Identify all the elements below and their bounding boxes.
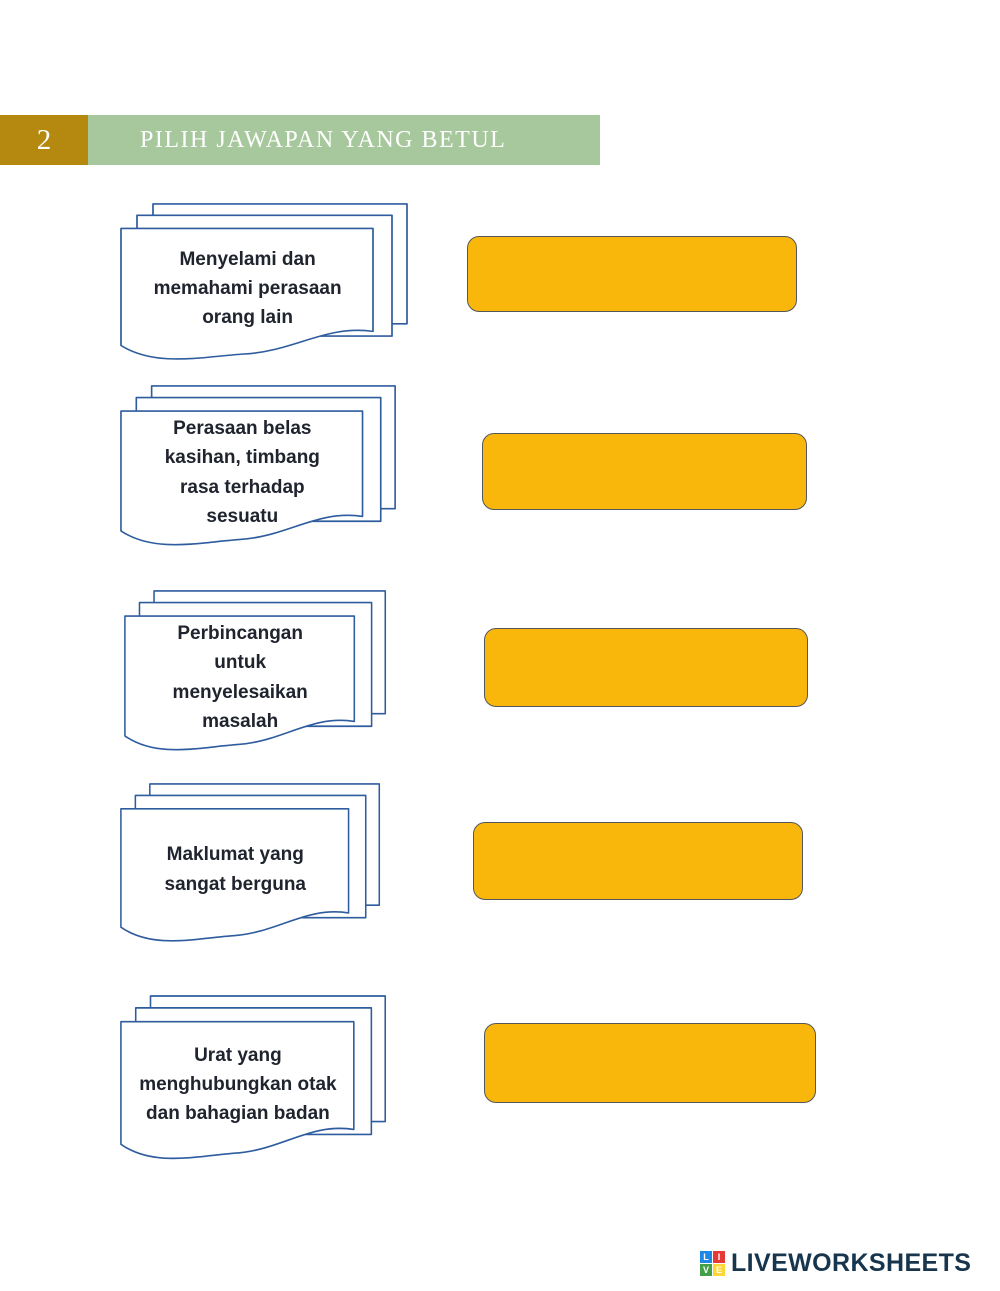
question-card-4: Maklumat yang sangat berguna bbox=[120, 783, 382, 953]
stacked-papers-shape bbox=[120, 203, 408, 360]
stacked-papers-shape bbox=[120, 995, 387, 1160]
logo-letter: I bbox=[713, 1251, 725, 1263]
question-card-5: Urat yang menghubungkan otak dan bahagia… bbox=[120, 995, 388, 1171]
stacked-papers-shape bbox=[124, 590, 387, 751]
stacked-papers-shape bbox=[120, 783, 381, 942]
question-text: Perasaan belas kasihan, timbang rasa ter… bbox=[164, 417, 320, 528]
logo-letter: L bbox=[700, 1251, 712, 1263]
page-number: 2 bbox=[0, 115, 88, 165]
header: 2 PILIH JAWAPAN YANG BETUL bbox=[0, 115, 600, 165]
header-title: PILIH JAWAPAN YANG BETUL bbox=[88, 115, 600, 165]
question-text: Maklumat yang sangat berguna bbox=[164, 844, 306, 895]
stacked-papers-shape bbox=[120, 385, 396, 546]
answer-box-3[interactable] bbox=[484, 628, 808, 707]
question-card-3: Perbincangan untuk menyelesaikan masalah bbox=[124, 590, 388, 762]
question-text: Urat yang menghubungkan otak dan bahagia… bbox=[139, 1044, 337, 1125]
question-card-1: Menyelami dan memahami perasaan orang la… bbox=[120, 203, 410, 371]
liveworksheets-logo-icon: L I V E bbox=[700, 1251, 725, 1276]
answer-box-1[interactable] bbox=[467, 236, 797, 312]
question-text: Perbincangan untuk menyelesaikan masalah bbox=[172, 622, 308, 733]
answer-box-4[interactable] bbox=[473, 822, 803, 900]
answer-box-5[interactable] bbox=[484, 1023, 816, 1103]
question-card-2: Perasaan belas kasihan, timbang rasa ter… bbox=[120, 385, 398, 557]
logo-letter: E bbox=[713, 1264, 725, 1276]
footer-brand: L I V E LIVEWORKSHEETS bbox=[700, 1249, 971, 1278]
answer-box-2[interactable] bbox=[482, 433, 807, 510]
logo-letter: V bbox=[700, 1264, 712, 1276]
brand-name: LIVEWORKSHEETS bbox=[731, 1249, 972, 1277]
question-text: Menyelami dan memahami perasaan orang la… bbox=[153, 248, 342, 329]
